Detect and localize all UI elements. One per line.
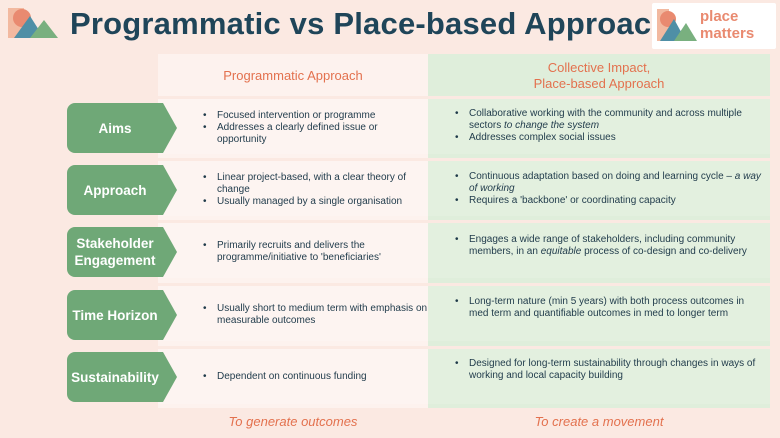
- logo-mountains-icon: [657, 9, 697, 41]
- list-item: Requires a 'backbone' or coordinating ca…: [455, 195, 761, 207]
- list-item: Collaborative working with the community…: [455, 108, 761, 132]
- cell-time-horizon-place-based: Long-term nature (min 5 years) with both…: [455, 296, 761, 320]
- column-header-line-1: Collective Impact,: [547, 60, 651, 75]
- row-label-time-horizon: Time Horizon: [67, 290, 177, 340]
- list-item: Designed for long-term sustainability th…: [455, 358, 761, 382]
- footer-programmatic: To generate outcomes: [228, 414, 358, 429]
- list-item: Addresses complex social issues: [455, 132, 761, 144]
- place-matters-logo: place matters: [652, 3, 776, 49]
- list-item: Linear project-based, with a clear theor…: [203, 172, 428, 196]
- list-item: Dependent on continuous funding: [203, 371, 428, 383]
- logo-line-1: place: [700, 8, 739, 25]
- page-title: Programmatic vs Place-based Approach: [70, 6, 671, 41]
- cell-stakeholder-programmatic: Primarily recruits and delivers the prog…: [203, 240, 428, 264]
- row-label-sustainability: Sustainability: [67, 352, 177, 402]
- list-item: Engages a wide range of stakeholders, in…: [455, 234, 761, 258]
- row-label-stakeholder-engagement: Stakeholder Engagement: [67, 227, 177, 277]
- cell-time-horizon-programmatic: Usually short to medium term with emphas…: [203, 303, 428, 327]
- list-item: Usually short to medium term with emphas…: [203, 303, 428, 327]
- row-label-aims: Aims: [67, 103, 177, 153]
- list-item: Usually managed by a single organisation: [203, 196, 428, 208]
- column-header-place-based: Collective Impact, Place-based Approach: [428, 60, 770, 92]
- logo-line-2: matters: [700, 25, 755, 42]
- list-item: Focused intervention or programme: [203, 110, 428, 122]
- cell-approach-place-based: Continuous adaptation based on doing and…: [455, 171, 761, 207]
- cell-sustainability-programmatic: Dependent on continuous funding: [203, 371, 428, 383]
- cell-stakeholder-place-based: Engages a wide range of stakeholders, in…: [455, 234, 761, 258]
- place-matters-mark-icon: [8, 8, 58, 38]
- list-item: Continuous adaptation based on doing and…: [455, 171, 761, 195]
- list-item: Long-term nature (min 5 years) with both…: [455, 296, 761, 320]
- footer-place-based: To create a movement: [534, 414, 664, 429]
- cell-sustainability-place-based: Designed for long-term sustainability th…: [455, 358, 761, 382]
- list-item: Addresses a clearly defined issue or opp…: [203, 122, 428, 146]
- column-header-programmatic: Programmatic Approach: [223, 68, 363, 83]
- cell-approach-programmatic: Linear project-based, with a clear theor…: [203, 172, 428, 208]
- cell-aims-place-based: Collaborative working with the community…: [455, 108, 761, 144]
- column-header-line-2: Place-based Approach: [533, 76, 665, 91]
- list-item: Primarily recruits and delivers the prog…: [203, 240, 428, 264]
- row-label-approach: Approach: [67, 165, 177, 215]
- cell-aims-programmatic: Focused intervention or programme Addres…: [203, 110, 428, 146]
